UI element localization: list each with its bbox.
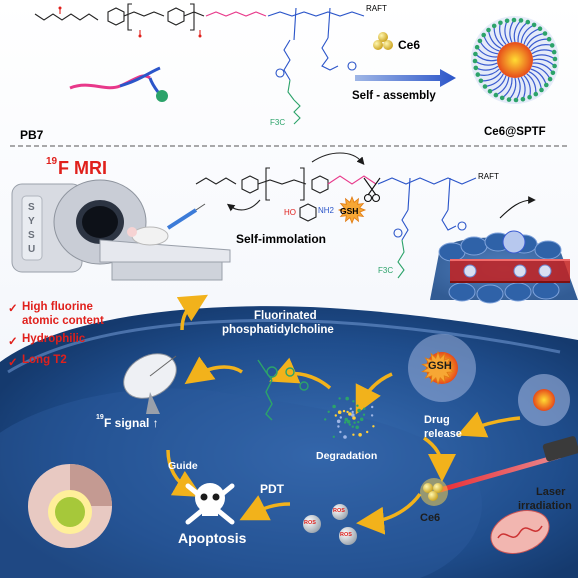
tumor-vessel: [430, 230, 578, 304]
drug-release-label-2: release: [424, 428, 462, 440]
pb7-label: PB7: [20, 128, 44, 142]
ros-label-2: ROS: [333, 508, 345, 514]
gsh-burst-small: [337, 195, 367, 225]
apoptotic-cell: [28, 464, 112, 548]
fluorinated-label-1: Fluorinated: [254, 310, 317, 322]
scanner-letter-2: Y: [28, 216, 35, 227]
mri-title: F MRI: [58, 158, 107, 178]
apoptosis-skull-icon: [185, 483, 235, 525]
check-icon-2: ✓: [8, 336, 18, 348]
guide-label: Guide: [168, 460, 198, 472]
feature-2: Hydrophilic: [22, 333, 86, 345]
signal-sup: 19: [96, 414, 104, 421]
scanner-letter-1: S: [28, 202, 35, 213]
gsh-nanoparticle: [408, 334, 476, 402]
byproduct-nh2: NH2: [318, 206, 335, 215]
gsh-label-mid: GSH: [340, 206, 359, 216]
ce6-label-top: Ce6: [398, 38, 421, 52]
degradation-label: Degradation: [316, 450, 378, 462]
self-immolation-label: Self-immolation: [236, 232, 327, 246]
mri-title-sup: 19: [46, 156, 58, 167]
raft-label-mid: RAFT: [478, 172, 499, 181]
gsh-label-big: GSH: [428, 360, 452, 372]
side-chain-label-mid: F3C: [378, 266, 394, 275]
drug-release-label-1: Drug: [424, 414, 450, 426]
signal-dish: [123, 353, 177, 414]
laser-label-1: Laser: [536, 486, 566, 498]
ros-group: [303, 504, 357, 545]
ce6-sptf-nanoparticle: [471, 16, 559, 104]
check-icon-1: ✓: [8, 303, 18, 315]
fluorinated-pc: [257, 359, 309, 421]
apoptosis-label: Apoptosis: [178, 530, 247, 546]
ros-label-3: ROS: [340, 532, 352, 538]
signal-label: F signal ↑: [104, 416, 159, 430]
nanoparticle-label: Ce6@SPTF: [484, 126, 546, 138]
feature-3: Long T2: [22, 354, 67, 366]
scanner-letter-3: S: [28, 230, 35, 241]
laser-label-2: irradiation: [518, 500, 572, 512]
ros-label-1: ROS: [304, 520, 316, 526]
ce6-cluster: [373, 32, 393, 50]
degraded-particle: [324, 396, 375, 439]
pb7-cartoon: [69, 66, 168, 102]
pb7-structure: [34, 3, 365, 125]
incoming-nanoparticle: [518, 374, 570, 426]
side-chain-label-top: F3C: [270, 118, 286, 127]
mitochondrion: [490, 510, 550, 554]
check-icon-3: ✓: [8, 357, 18, 369]
byproduct-ho: HO: [284, 208, 296, 217]
feature-1: High fluorine atomic content: [22, 301, 104, 327]
pdt-label: PDT: [260, 482, 284, 496]
self-assembly-label: Self - assembly: [352, 90, 436, 102]
mri-scanner: [11, 179, 231, 281]
raft-label-top: RAFT: [366, 4, 387, 13]
fluorinated-label-2: phosphatidylcholine: [222, 324, 334, 336]
self-immolation-structure: [195, 152, 536, 279]
scanner-letter-4: U: [28, 244, 36, 255]
self-assembly-arrow: [355, 69, 456, 87]
ce6-label-bottom: Ce6: [420, 512, 441, 524]
laser-beam: [420, 436, 578, 506]
